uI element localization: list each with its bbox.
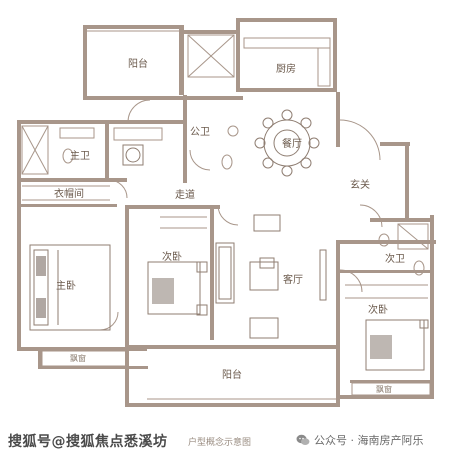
room-kitchen: 厨房 bbox=[276, 62, 296, 75]
watermark-right: 公众号 · 海南房产阿乐 bbox=[296, 432, 424, 448]
watermark-left: 搜狐号@搜狐焦点悉溪坊 bbox=[8, 434, 168, 450]
room-living: 客厅 bbox=[283, 273, 303, 286]
room-master-bedroom: 主卧 bbox=[56, 279, 76, 292]
room-second-bedroom: 次卧 bbox=[162, 250, 182, 263]
room-dining: 餐厅 bbox=[282, 137, 302, 150]
watermark-right-text: 公众号 · 海南房产阿乐 bbox=[314, 434, 424, 447]
room-balcony-bottom: 阳台 bbox=[222, 368, 242, 381]
room-public-bath: 公卫 bbox=[190, 127, 210, 138]
room-entrance: 玄关 bbox=[350, 178, 370, 191]
plan-caption: 户型概念示意图 bbox=[188, 438, 252, 448]
floor-plan: 阳台 厨房 餐厅 主卫 公卫 衣帽间 走道 玄关 主卧 次卧 客厅 次卫 次卧 … bbox=[17, 18, 436, 407]
room-bay-window-left: 飘窗 bbox=[70, 353, 86, 363]
furniture bbox=[29, 109, 429, 371]
room-labels: 阳台 厨房 餐厅 主卫 公卫 衣帽间 走道 玄关 主卧 次卧 客厅 次卫 次卧 … bbox=[54, 57, 405, 394]
room-closet: 衣帽间 bbox=[54, 187, 84, 200]
room-bay-window-right: 飘窗 bbox=[376, 384, 392, 394]
room-corridor: 走道 bbox=[175, 188, 195, 201]
wechat-icon bbox=[296, 434, 310, 445]
room-third-bedroom: 次卧 bbox=[368, 303, 388, 316]
room-balcony-top: 阳台 bbox=[128, 57, 148, 70]
fixtures bbox=[21, 30, 431, 400]
room-second-bath: 次卫 bbox=[385, 252, 405, 265]
walls bbox=[17, 18, 436, 407]
room-master-bath: 主卫 bbox=[70, 150, 90, 162]
